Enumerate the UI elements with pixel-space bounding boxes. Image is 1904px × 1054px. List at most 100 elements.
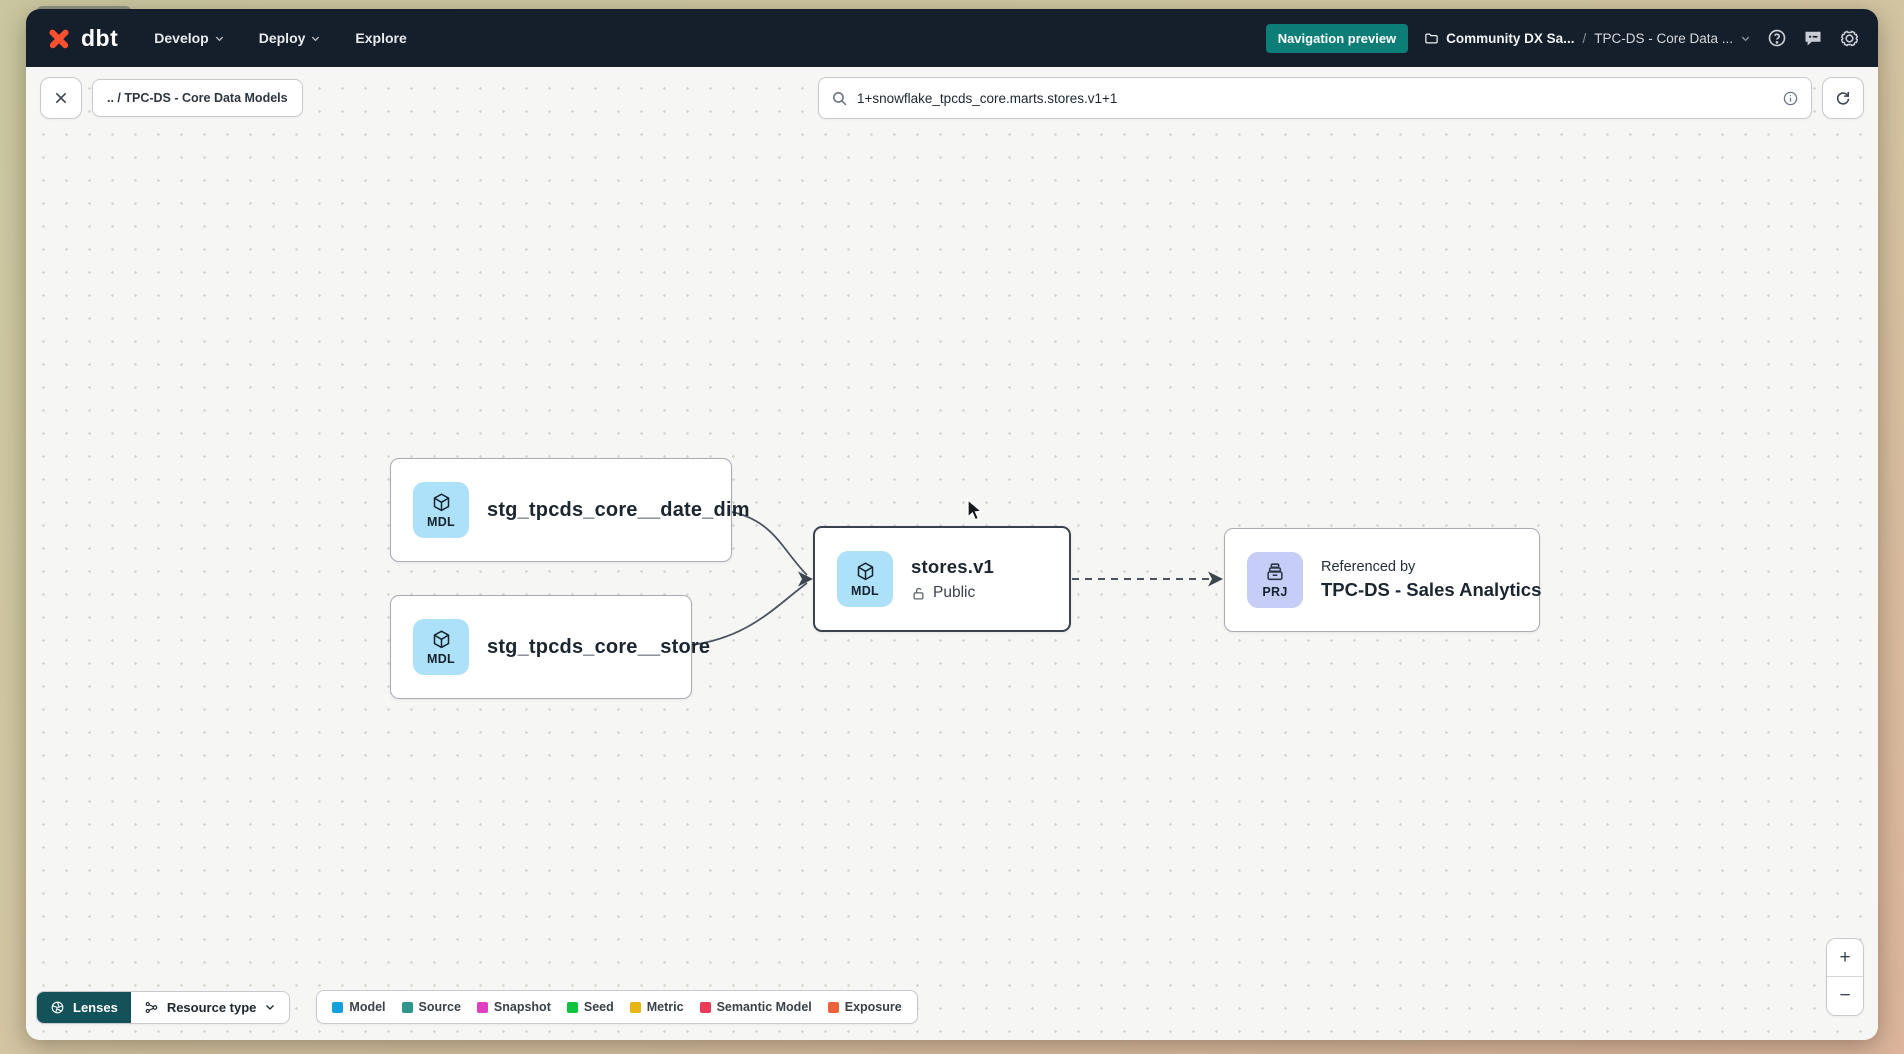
account-selector[interactable]: Community DX Sa... xyxy=(1424,31,1574,46)
dbt-logo-text: dbt xyxy=(81,24,119,51)
settings-button[interactable] xyxy=(1839,28,1860,49)
node-stg-tpcds-core-date-dim[interactable]: MDL stg_tpcds_core__date_dim xyxy=(390,458,749,562)
nav-item-label: Develop xyxy=(154,30,209,46)
lineage-canvas[interactable]: .. / TPC-DS - Core Data Models xyxy=(26,67,1878,1040)
badge-label: PRJ xyxy=(1262,585,1288,599)
legend-swatch xyxy=(476,1001,488,1013)
legend-item-seed: Seed xyxy=(566,1000,614,1014)
legend-label: Semantic Model xyxy=(716,1000,812,1014)
node-stg-tpcds-core-store[interactable]: MDL stg_tpcds_core__store xyxy=(390,595,710,699)
navbar-right: Navigation preview Community DX Sa... / … xyxy=(1265,23,1860,53)
legend-label: Exposure xyxy=(844,1000,902,1014)
zoom-in-button[interactable]: + xyxy=(1827,939,1863,977)
refresh-icon xyxy=(1836,92,1850,105)
node-stores-v1[interactable]: MDL stores.v1 Public xyxy=(813,526,1071,632)
resource-type-dropdown[interactable]: Resource type xyxy=(130,991,290,1023)
toolbar-right xyxy=(818,77,1864,119)
dbt-logo[interactable]: dbt xyxy=(44,23,118,53)
legend-label: Seed xyxy=(583,1000,614,1014)
model-badge: MDL xyxy=(413,619,469,675)
mouse-cursor xyxy=(967,499,983,521)
model-badge: MDL xyxy=(837,551,893,607)
zoom-controls: + − xyxy=(1826,938,1864,1016)
legend-item-snapshot: Snapshot xyxy=(476,1000,551,1014)
close-icon xyxy=(55,92,67,104)
node-label: stores.v1 xyxy=(911,556,995,577)
resource-type-label: Resource type xyxy=(166,999,257,1015)
account-name: Community DX Sa... xyxy=(1446,30,1575,46)
app-window: dbt Develop Deploy Explore Navigation pr… xyxy=(26,9,1878,1040)
node-text: stores.v1 Public xyxy=(911,556,994,602)
lenses-control: Lenses Resource type xyxy=(36,990,291,1024)
legend-item-source: Source xyxy=(401,1000,461,1014)
legend-swatch xyxy=(827,1001,839,1013)
legend-swatch xyxy=(699,1001,711,1013)
selector-info-button[interactable] xyxy=(1782,90,1799,107)
lineage-breadcrumb-chip[interactable]: .. / TPC-DS - Core Data Models xyxy=(92,79,303,117)
lock-open-icon xyxy=(913,587,924,599)
zoom-out-button[interactable]: − xyxy=(1827,977,1863,1015)
help-button[interactable] xyxy=(1767,28,1787,48)
lineage-toolbar: .. / TPC-DS - Core Data Models xyxy=(40,77,1864,119)
breadcrumb-separator: / xyxy=(1582,30,1587,46)
nav-item-develop[interactable]: Develop xyxy=(154,30,224,46)
refresh-lineage-button[interactable] xyxy=(1822,77,1864,119)
folder-icon xyxy=(1425,33,1438,43)
lineage-search-box xyxy=(818,77,1812,119)
node-label: stg_tpcds_core__store xyxy=(487,635,711,658)
search-icon xyxy=(831,90,848,107)
legend-item-model: Model xyxy=(332,1000,386,1014)
legend-label: Snapshot xyxy=(493,1000,551,1014)
legend-item-semantic-model: Semantic Model xyxy=(699,1000,812,1014)
gear-icon xyxy=(1840,29,1859,47)
edge-arrowhead xyxy=(798,571,813,587)
badge-label: MDL xyxy=(851,583,879,598)
chevron-down-icon xyxy=(1741,36,1750,41)
nav-item-explore[interactable]: Explore xyxy=(355,30,406,46)
legend-swatch xyxy=(629,1001,641,1013)
legend-swatch xyxy=(566,1001,578,1013)
nav-item-label: Deploy xyxy=(258,30,306,46)
nav-item-label: Explore xyxy=(355,30,407,46)
info-icon xyxy=(1783,91,1798,105)
archive-stack-icon xyxy=(1267,563,1283,581)
project-name: TPC-DS - Core Data ... xyxy=(1594,30,1733,46)
cube-icon xyxy=(433,629,449,648)
node-title: Referenced by xyxy=(1321,559,1416,575)
badge-label: MDL xyxy=(427,651,455,666)
help-icon xyxy=(1768,29,1786,47)
navigation-preview-badge[interactable]: Navigation preview xyxy=(1265,23,1409,53)
account-breadcrumb: Community DX Sa... / TPC-DS - Core Data … xyxy=(1424,31,1751,46)
legend-item-metric: Metric xyxy=(629,1000,684,1014)
cube-icon xyxy=(433,492,449,511)
legend-label: Metric xyxy=(646,1000,684,1014)
nav-item-deploy[interactable]: Deploy xyxy=(259,30,322,46)
access-row: Public xyxy=(911,584,994,602)
lenses-label: Lenses xyxy=(73,999,118,1015)
project-selector[interactable]: TPC-DS - Core Data ... xyxy=(1594,31,1751,46)
resource-legend: Model Source Snapshot Seed Metric xyxy=(316,990,918,1024)
model-badge: MDL xyxy=(413,482,469,538)
lenses-button[interactable]: Lenses xyxy=(37,991,131,1023)
legend-label: Source xyxy=(418,1000,461,1014)
chevron-down-icon xyxy=(266,1005,275,1010)
legend-swatch xyxy=(401,1001,413,1013)
top-navbar: dbt Develop Deploy Explore Navigation pr… xyxy=(26,9,1878,67)
lens-aperture-icon xyxy=(51,1001,64,1013)
feedback-button[interactable] xyxy=(1803,28,1823,48)
legend-label: Model xyxy=(349,1000,386,1014)
close-lineage-button[interactable] xyxy=(40,77,82,119)
node-text: Referenced by TPC-DS - Sales Analytics xyxy=(1321,559,1541,601)
node-referenced-by-project[interactable]: PRJ Referenced by TPC-DS - Sales Analyti… xyxy=(1224,528,1541,632)
node-label: stg_tpcds_core__date_dim xyxy=(487,498,750,521)
toolbar-left: .. / TPC-DS - Core Data Models xyxy=(40,77,303,119)
cube-icon xyxy=(857,561,873,580)
graph-nodes-icon xyxy=(145,1001,158,1013)
edge-arrowhead xyxy=(1208,571,1223,587)
chevron-down-icon xyxy=(215,36,223,41)
badge-label: MDL xyxy=(427,514,455,529)
selector-search-input[interactable] xyxy=(857,90,1773,106)
project-badge: PRJ xyxy=(1247,552,1303,608)
main-nav: Develop Deploy Explore xyxy=(154,30,407,46)
legend-swatch xyxy=(332,1001,344,1013)
